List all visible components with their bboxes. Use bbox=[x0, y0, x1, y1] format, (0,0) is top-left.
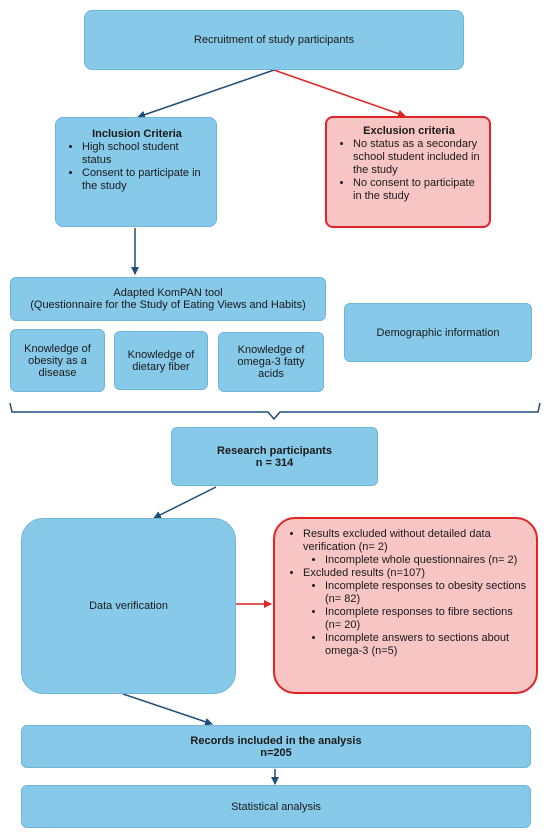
excluded-group-label: Results excluded without detailed data v… bbox=[303, 528, 491, 553]
inclusion-criteria-box: Inclusion Criteria High school student s… bbox=[55, 117, 217, 227]
kompan-tool-subtitle: (Questionnaire for the Study of Eating V… bbox=[30, 299, 306, 311]
records-count: n=205 bbox=[260, 746, 292, 759]
excluded-group: Excluded results (n=107) Incomplete resp… bbox=[303, 567, 528, 658]
knowledge-omega-label: Knowledge of omega-3 fatty acids bbox=[237, 344, 305, 380]
records-title: Records included in the analysis bbox=[190, 734, 362, 747]
inclusion-item: Consent to participate in the study bbox=[82, 167, 208, 193]
excluded-subitem: Incomplete answers to sections about ome… bbox=[325, 632, 528, 658]
excluded-group: Results excluded without detailed data v… bbox=[303, 528, 528, 567]
demographic-label: Demographic information bbox=[376, 326, 500, 339]
recruitment-box: Recruitment of study participants bbox=[84, 10, 464, 70]
knowledge-fiber-label: Knowledge of dietary fiber bbox=[127, 348, 195, 373]
brace-tool-to-participants bbox=[9, 402, 541, 421]
inclusion-list: High school student status Consent to pa… bbox=[66, 141, 208, 193]
excluded-sublist: Incomplete whole questionnaires (n= 2) bbox=[303, 554, 528, 567]
participants-title: Research participants bbox=[217, 444, 332, 457]
recruitment-label: Recruitment of study participants bbox=[193, 34, 355, 46]
statistical-analysis-box: Statistical analysis bbox=[21, 785, 531, 828]
arrow-recruitment-to-exclusion bbox=[273, 69, 406, 118]
excluded-subitem: Incomplete responses to fibre sections (… bbox=[325, 606, 528, 632]
data-verification-label: Data verification bbox=[89, 600, 168, 612]
data-verification-box: Data verification bbox=[21, 518, 236, 694]
excluded-group-label: Excluded results (n=107) bbox=[303, 567, 425, 579]
knowledge-obesity-box: Knowledge of obesity as a disease bbox=[10, 329, 105, 392]
excluded-list: Results excluded without detailed data v… bbox=[287, 528, 528, 658]
demographic-box: Demographic information bbox=[344, 303, 532, 362]
records-box: Records included in the analysis n=205 bbox=[21, 725, 531, 768]
arrow-participants-to-verification bbox=[153, 486, 217, 519]
inclusion-item: High school student status bbox=[82, 141, 208, 167]
arrow-recruitment-to-inclusion bbox=[137, 69, 275, 119]
statistical-analysis-label: Statistical analysis bbox=[231, 800, 321, 813]
arrow-verification-to-records bbox=[122, 693, 213, 726]
kompan-tool-box: Adapted KomPAN tool (Questionnaire for t… bbox=[10, 277, 326, 321]
exclusion-list: No status as a secondary school student … bbox=[337, 138, 481, 203]
excluded-subitem: Incomplete whole questionnaires (n= 2) bbox=[325, 554, 528, 567]
knowledge-omega-box: Knowledge of omega-3 fatty acids bbox=[218, 332, 324, 392]
excluded-subitem: Incomplete responses to obesity sections… bbox=[325, 580, 528, 606]
knowledge-obesity-label: Knowledge of obesity as a disease bbox=[24, 342, 91, 379]
exclusion-item: No consent to participate in the study bbox=[353, 177, 481, 203]
exclusion-criteria-box: Exclusion criteria No status as a second… bbox=[325, 116, 491, 228]
inclusion-title: Inclusion Criteria bbox=[92, 128, 182, 140]
knowledge-fiber-box: Knowledge of dietary fiber bbox=[114, 331, 208, 390]
participants-count: n = 314 bbox=[255, 456, 294, 469]
participants-box: Research participants n = 314 bbox=[171, 427, 378, 486]
kompan-tool-title: Adapted KomPAN tool bbox=[113, 287, 223, 299]
excluded-sublist: Incomplete responses to obesity sections… bbox=[303, 580, 528, 658]
exclusion-item: No status as a secondary school student … bbox=[353, 138, 481, 177]
exclusion-title: Exclusion criteria bbox=[363, 125, 455, 137]
excluded-results-box: Results excluded without detailed data v… bbox=[273, 517, 538, 694]
